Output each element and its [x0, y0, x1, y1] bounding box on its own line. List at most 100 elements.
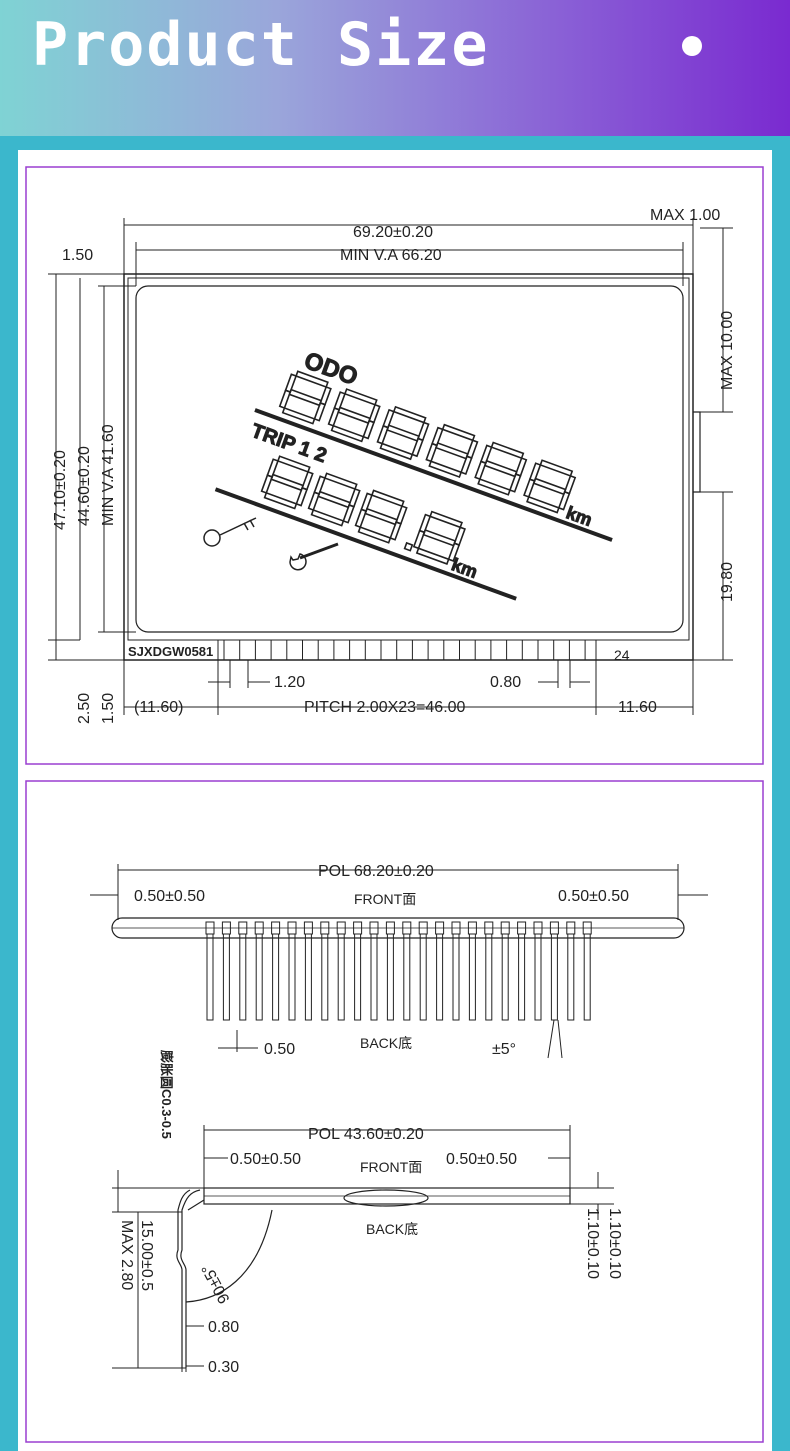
frame-border — [25, 780, 764, 1443]
pin-lead — [255, 934, 263, 1021]
dim-pitch: PITCH 2.00X23=46.00 — [304, 699, 466, 716]
pin-head — [385, 921, 395, 935]
pin-lead — [485, 934, 493, 1021]
pin-lead — [370, 934, 378, 1021]
dim-offset-left: 0.50±0.50 — [134, 888, 205, 905]
dim-lead-length: 15.00±0.5 — [138, 1220, 155, 1291]
page-title: Product Size — [32, 10, 490, 80]
odo-label: ODO — [301, 347, 362, 391]
dim-pol-width: POL 68.20±0.20 — [318, 863, 434, 880]
dim-outline-height: 47.10±0.20 — [52, 450, 69, 530]
pin-lead — [452, 934, 460, 1021]
dim-pin-thickness: 0.50 — [264, 1041, 295, 1058]
dim-bottom-small: 1.50 — [100, 693, 117, 724]
pin-lead — [288, 934, 296, 1021]
side-view-drawing: POL 68.20±0.20 0.50±0.50 0.50±0.50 FRONT… — [25, 780, 764, 1443]
dim-left-margin: 1.50 — [62, 247, 93, 264]
lcd-segments: ODO TRIP 1 2 km km — [214, 346, 613, 601]
pin-24-label: 24 — [614, 647, 630, 663]
pin-lead — [583, 934, 591, 1021]
pin-head — [517, 921, 527, 935]
dim-pin-width: 1.20 — [274, 674, 305, 691]
pin-head — [566, 921, 576, 935]
pin-head — [435, 921, 445, 935]
dim-offset-right: 0.50±0.50 — [558, 888, 629, 905]
front-view-drawing: ODO TRIP 1 2 km km — [25, 166, 764, 765]
back-label-2: BACK底 — [366, 1221, 418, 1237]
dim-outline-width: 69.20±0.20 — [353, 224, 433, 241]
dim-right-pin-offset: 11.60 — [618, 699, 657, 716]
pin-head — [303, 921, 313, 935]
pin-head — [353, 921, 363, 935]
pin-head — [336, 921, 346, 935]
dim-left-pin-offset: (11.60) — [134, 699, 184, 716]
dot-icon — [682, 36, 702, 56]
dim-offset2-left: 0.50±0.50 — [230, 1151, 301, 1168]
pin-lead — [518, 934, 526, 1021]
top-panel: ODO TRIP 1 2 km km — [18, 150, 772, 780]
cross-section-view — [176, 1187, 571, 1368]
pin-lead — [386, 934, 394, 1021]
pin-head — [549, 921, 559, 935]
dim-lead-width: 0.80 — [208, 1319, 239, 1336]
pin-lead — [272, 934, 280, 1021]
pin-head — [418, 921, 428, 935]
pin-lead — [304, 934, 312, 1021]
header-banner: Product Size — [0, 0, 790, 136]
front-label-2: FRONT面 — [360, 1159, 422, 1175]
back-label-1: BACK底 — [360, 1035, 412, 1051]
pin-lead — [501, 934, 509, 1021]
pin-lead — [567, 934, 575, 1021]
viewing-area — [135, 285, 684, 633]
pin-lead — [468, 934, 476, 1021]
pin-head — [451, 921, 461, 935]
pin-head — [221, 921, 231, 935]
dim-max-height: MAX 2.80 — [118, 1220, 135, 1290]
pin-row — [217, 639, 597, 661]
pin-head — [500, 921, 510, 935]
frame-border — [25, 166, 764, 765]
key-icon — [203, 517, 257, 547]
dim-pin-gap: 0.80 — [490, 674, 521, 691]
dim-va-width: MIN V.A 66.20 — [340, 247, 442, 264]
pin-head — [271, 921, 281, 935]
dim-max-ledge: MAX 10.00 — [719, 311, 736, 390]
dim-bottom-margin: 2.50 — [76, 693, 93, 724]
pin-head — [205, 921, 215, 935]
pin-head — [533, 921, 543, 935]
pin-lead — [419, 934, 427, 1021]
dim-va-height: MIN V.A 41.60 — [100, 424, 117, 526]
pin-head — [320, 921, 330, 935]
bottom-panel: POL 68.20±0.20 0.50±0.50 0.50±0.50 FRONT… — [18, 780, 772, 1451]
pin-head — [287, 921, 297, 935]
pin-lead — [436, 934, 444, 1021]
wrench-icon — [289, 542, 339, 571]
pin-head — [467, 921, 477, 935]
dim-lead-thickness: 0.30 — [208, 1359, 239, 1376]
pin-lead — [222, 934, 230, 1021]
pin-lead — [534, 934, 542, 1021]
dim-glass-thickness-a: 1.10±0.10 — [606, 1208, 623, 1279]
pin-lead — [206, 934, 214, 1021]
pin-head — [369, 921, 379, 935]
chinese-note: 膨胀圆C0.3-0.5 — [159, 1049, 174, 1139]
model-number: SJXDGW0581 — [128, 644, 213, 659]
front-label-1: FRONT面 — [354, 891, 416, 907]
pin-strip-view — [111, 917, 685, 939]
dim-glass-height: 44.60±0.20 — [76, 446, 93, 526]
pin-head — [402, 921, 412, 935]
dim-pin-angle: ±5° — [492, 1041, 516, 1058]
pin-lead — [337, 934, 345, 1021]
dim-offset2-right: 0.50±0.50 — [446, 1151, 517, 1168]
dim-max-thickness: MAX 1.00 — [650, 207, 720, 224]
dim-pol2-width: POL 43.60±0.20 — [308, 1126, 424, 1143]
pin-lead — [403, 934, 411, 1021]
pin-head — [484, 921, 494, 935]
pin-lead — [321, 934, 329, 1021]
pin-head — [582, 921, 592, 935]
dim-ledge-bottom: 19.80 — [719, 562, 736, 602]
pin-lead — [550, 934, 558, 1021]
pin-head — [238, 921, 248, 935]
pin-lead — [239, 934, 247, 1021]
pin-lead — [354, 934, 362, 1021]
